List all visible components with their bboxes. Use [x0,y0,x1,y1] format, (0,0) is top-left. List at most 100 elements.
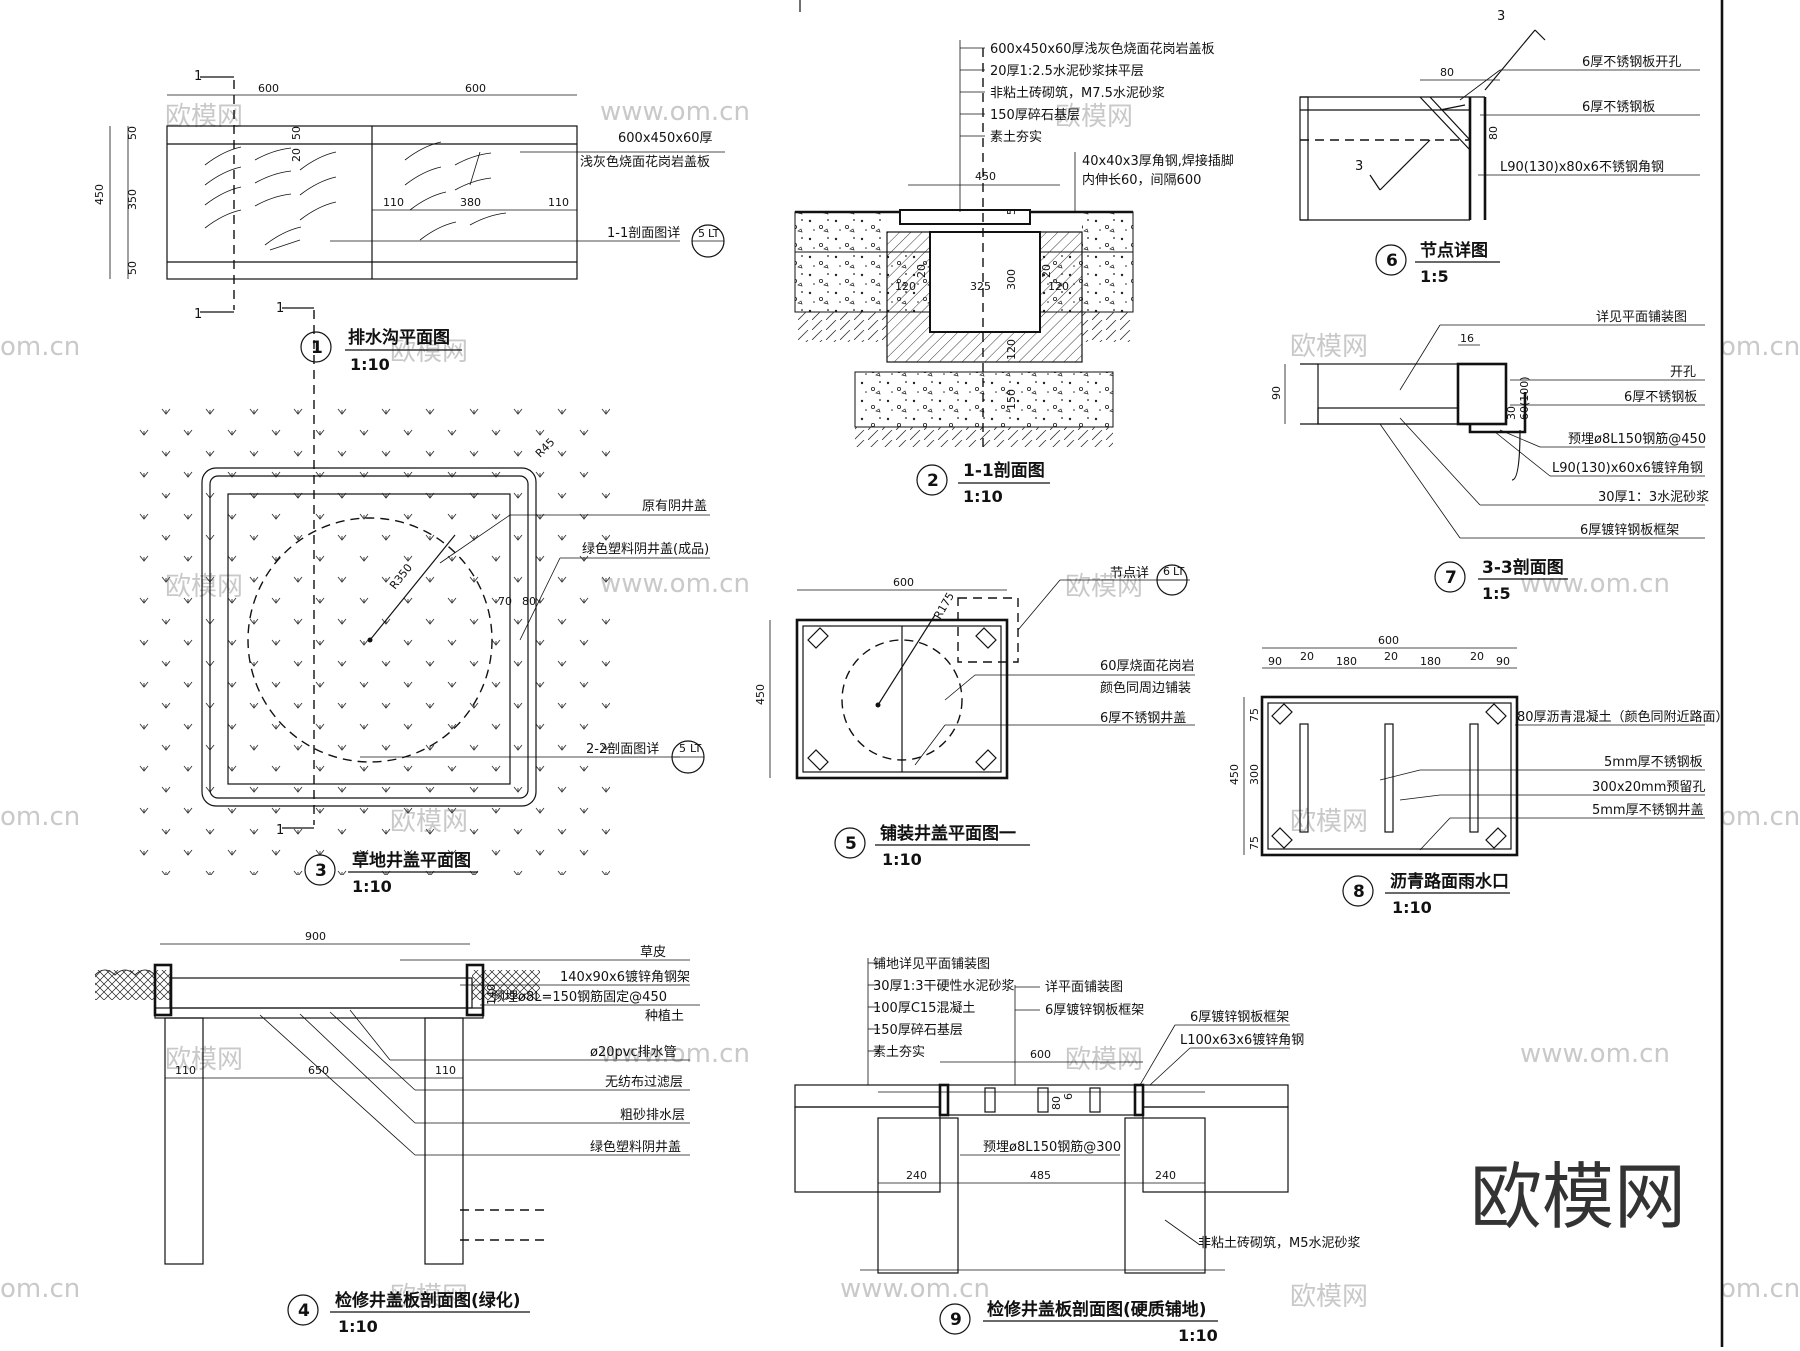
brick-wall-left [877,1117,959,1274]
dim-text: 650 [308,1064,329,1077]
ref-bot: LT [690,742,702,755]
dim-text: 120 [895,280,916,293]
cover-outline [795,618,1009,780]
dim-text: 75 [1248,708,1261,722]
view-scale: 1:5 [1420,267,1449,286]
dim-text: 350 [126,189,139,210]
view-title: 铺装井盖平面图一 [880,823,1016,844]
granite-cover [899,209,1031,225]
note-text: 600x450x60厚 [618,131,713,146]
section-mark: 1 [194,69,202,84]
dim-text: 30 [1505,406,1518,420]
existing-manhole-circle [247,517,493,763]
dim-text: 380 [460,196,481,209]
view-number-circle [834,827,866,859]
dim-text: 80 [1487,126,1500,140]
view-title: 节点详图 [1420,240,1488,261]
view-number: 5 [845,834,857,854]
watermark-url: www.om.cn [600,97,750,127]
note-text: 开孔 [1670,365,1696,380]
dim-text: 150 [1005,389,1018,410]
watermark-url: www.om.cn [1520,1039,1670,1069]
dim-text: 450 [93,184,106,205]
note-text: 预埋ø8L=150钢筋固定@450 [492,989,667,1005]
view-3-lawn-manhole-plan: R350 R45 70 80 1 1 原有阴井盖 绿色塑料阴井盖(成品) 2-2… [130,301,710,896]
view-number-circle [287,1294,319,1326]
watermark-url: www.om.cn [600,1039,750,1069]
watermark-cn: om.cn [1720,802,1800,832]
dim-text: 5 [1005,208,1018,215]
watermark-cn: om.cn [0,1274,80,1304]
ref-bot: LT [708,227,720,240]
note-text: 节点详 [1110,566,1149,581]
gravel-base [854,371,1114,428]
dim-text: 600 [1030,1048,1051,1061]
view-number: 1 [311,338,323,358]
note-text: 种植土 [645,1009,684,1024]
view-number: 4 [298,1301,310,1321]
section-mark: 1 [276,301,284,316]
view-number: 8 [1353,882,1365,902]
dim-text: 20 [1470,650,1484,663]
note-text: 30厚1：3水泥砂浆 [1598,490,1709,505]
dim-text: 20 [915,264,928,278]
note-text: ø20pvc排水管 [590,1045,677,1060]
note-text: 无纺布过滤层 [605,1075,683,1090]
view-6-node-detail: 80 80 3 3 6厚不锈钢板开孔 6厚不锈钢板 L90(130)x80x6不… [1299,9,1700,286]
slot [1299,723,1309,833]
dim-text: 110 [383,196,404,209]
pillar-right [424,1017,464,1265]
dim-text: 450 [754,684,767,705]
note-text: 铺地详见平面铺装图 [873,957,990,972]
note-text: 6厚不锈钢板 [1624,390,1697,405]
view-title: 检修井盖板剖面图(绿化) [335,1290,521,1311]
view-title: 排水沟平面图 [348,327,450,348]
watermark-cn: om.cn [1720,332,1800,362]
brick-wall-right [1124,1117,1206,1274]
note-text: 草皮 [640,945,666,960]
note-text: 素土夯实 [990,130,1042,145]
dim-text: 20 [290,148,303,162]
note-text: 6厚不锈钢井盖 [1100,711,1186,726]
note-text: 非粘土砖砌筑，M7.5水泥砂浆 [990,85,1165,101]
view-scale: 1:10 [963,487,1003,506]
dim-text: 120 [1048,280,1069,293]
note-text: 预埋ø8L150钢筋@300 [983,1139,1121,1155]
note-text: 6厚镀锌钢板框架 [1580,522,1679,538]
watermark-cn: om.cn [1720,1274,1800,1304]
dim-text: 485 [1030,1169,1051,1182]
dim-text: 20 [1300,650,1314,663]
watermark-brand: 欧模网 [390,1282,468,1312]
view-title: 检修井盖板剖面图(硬质铺地) [987,1299,1207,1320]
view-scale: 1:10 [352,877,392,896]
dim-text: 110 [435,1064,456,1077]
ref-top: 5 [679,742,686,755]
dim-text: 140 [485,984,498,1005]
note-text: 6厚镀锌钢板框架 [1045,1002,1144,1018]
view-scale: 1:5 [1482,584,1511,603]
note-text: 详平面铺装图 [1045,980,1123,995]
ref-top: 6 [1163,565,1170,578]
view-number: 2 [927,471,939,491]
view-1-drain-plan: 1 1 600 600 450 50 350 50 50 20 110 380 … [93,69,725,374]
view-scale: 1:10 [350,355,390,374]
note-text: 5mm厚不锈钢井盖 [1592,803,1704,818]
view-number: 9 [950,1310,962,1330]
ref-top: 5 [698,227,705,240]
note-text: 绿色塑料阴井盖(成品) [582,541,709,557]
slot [1469,723,1479,833]
view-scale: 1:10 [338,1317,378,1336]
note-text: 素土夯实 [873,1045,925,1060]
dim-text: 70 [498,595,512,608]
note-text: 2-2剖面图详 [586,742,659,757]
dim-text: 110 [548,196,569,209]
note-text: 150厚碎石基层 [990,108,1080,123]
dim-text: 180 [1420,655,1441,668]
note-text: L100x63x6镀锌角钢 [1180,1032,1304,1048]
dim-text: R175 [931,590,957,621]
ref-bot: LT [1173,565,1185,578]
cover-slab [939,1084,1144,1116]
watermark-brand: 欧模网 [1055,102,1133,132]
dim-text: 600 [465,82,486,95]
note-text: 300x20mm预留孔 [1592,780,1705,795]
